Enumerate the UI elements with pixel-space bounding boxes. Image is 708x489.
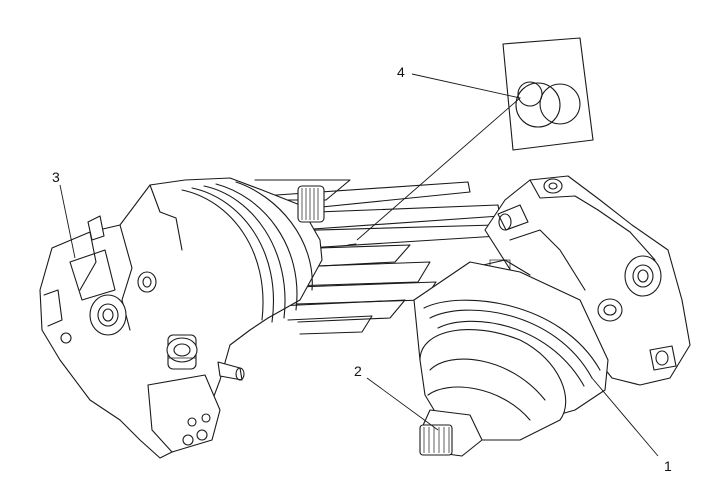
callout-1: 1 bbox=[664, 458, 672, 474]
callout-3: 3 bbox=[52, 169, 60, 185]
motor-left bbox=[39, 177, 325, 459]
motor-right bbox=[413, 175, 691, 457]
callout-4: 4 bbox=[397, 64, 405, 80]
assembly-ribbons bbox=[239, 179, 501, 335]
leader-lines bbox=[59, 73, 659, 457]
o-ring-sheet bbox=[502, 37, 594, 151]
callout-2: 2 bbox=[354, 363, 362, 379]
